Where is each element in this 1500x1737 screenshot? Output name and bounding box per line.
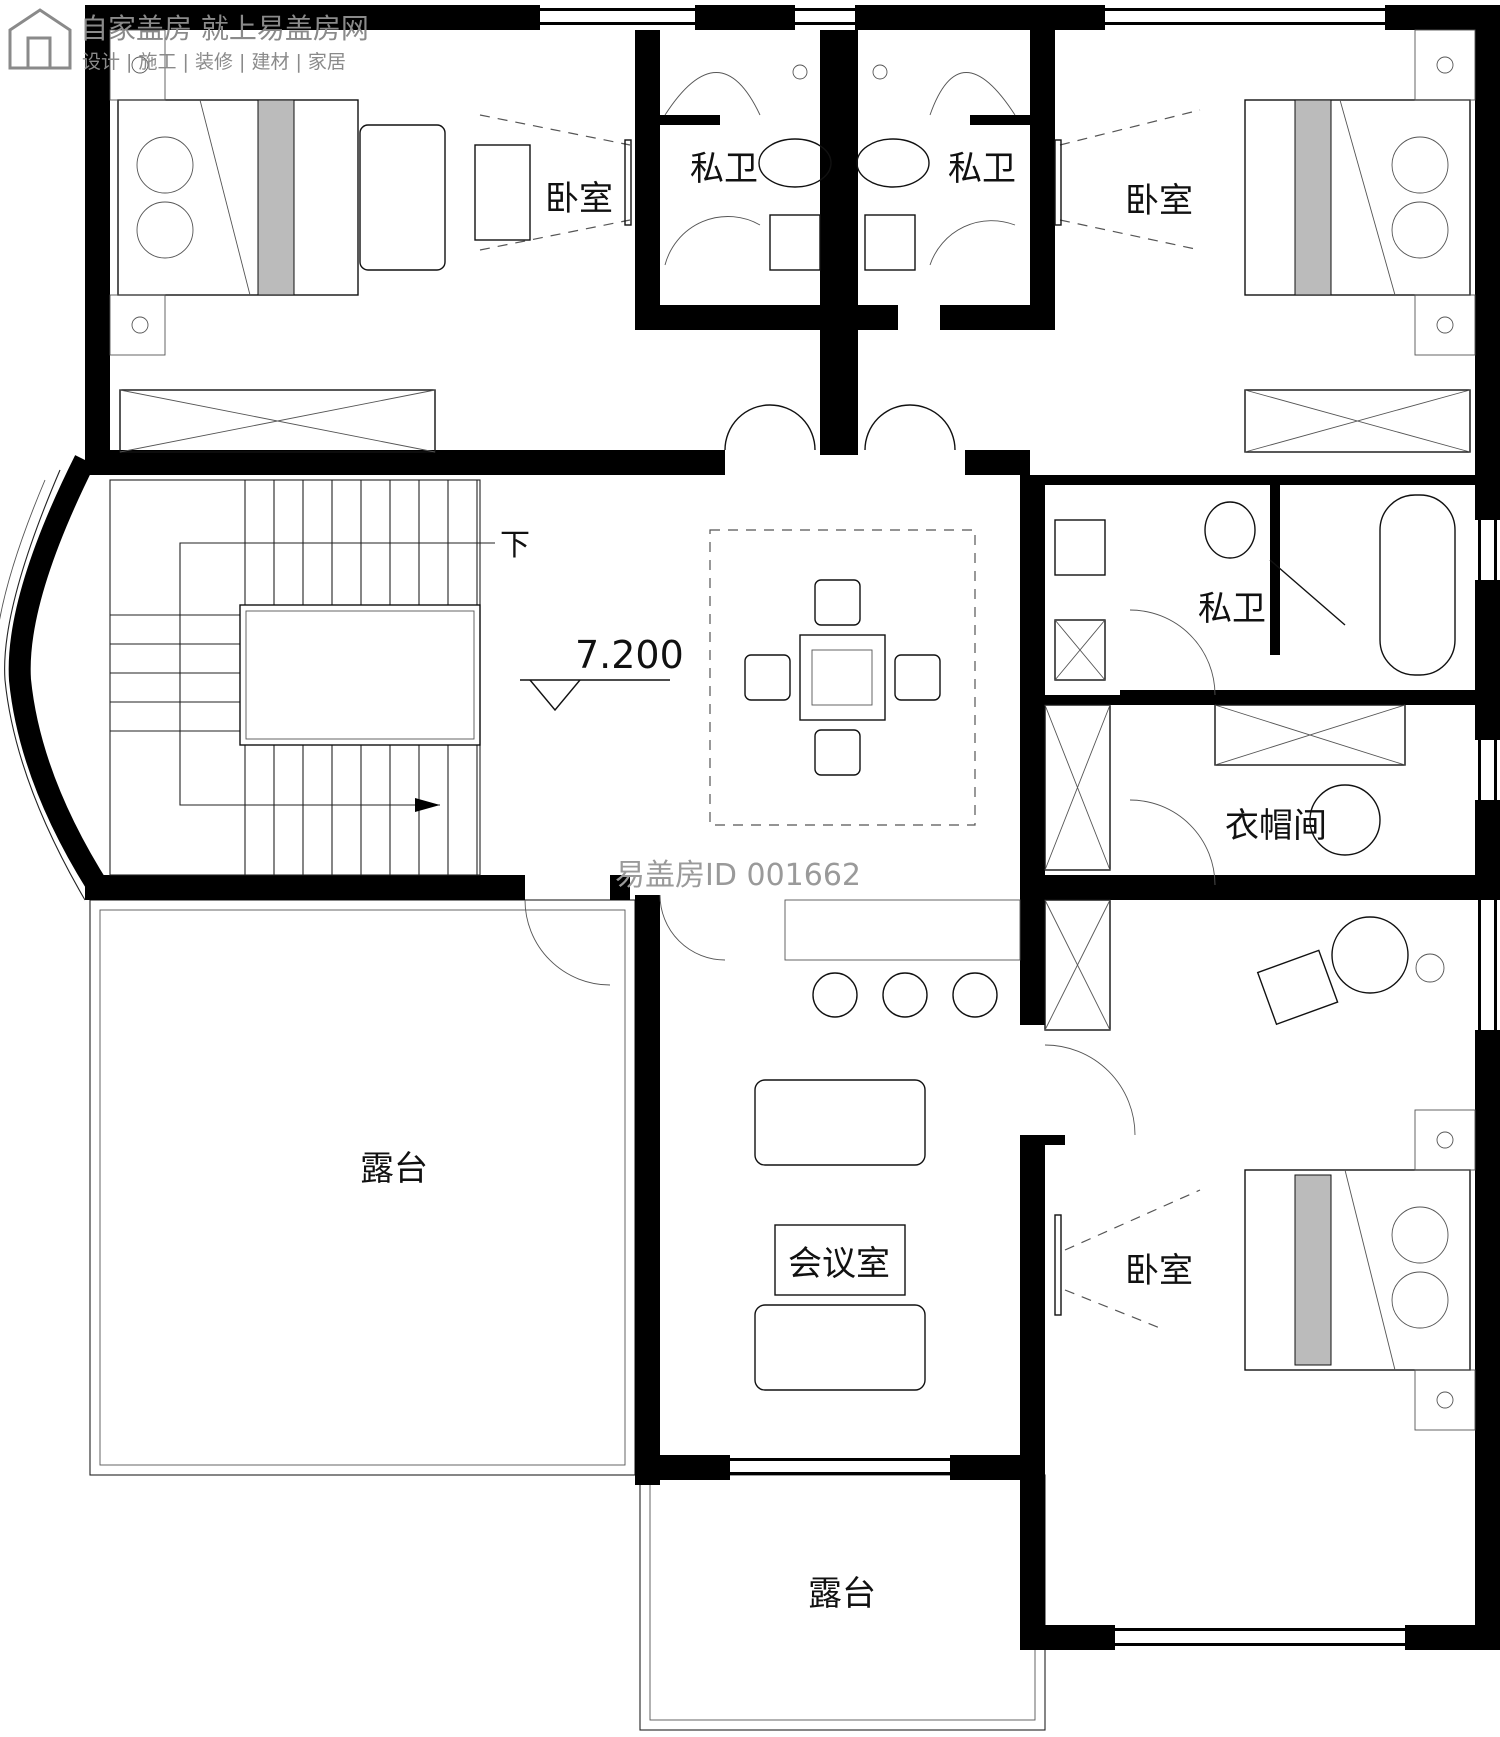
bath-1-fixtures [664,64,832,271]
curved-bay-window [0,455,110,901]
watermark-line-1: 自家盖房 就上易盖房网 [80,12,369,45]
walls [85,5,1500,1650]
tea-table-set [709,529,976,826]
label-bedroom-ne: 卧室 [1125,181,1193,221]
bath-3-fixtures [1054,494,1456,696]
elevation-value: 7.200 [575,633,684,677]
elevation-mark [520,679,670,712]
label-closet: 衣帽间 [1225,806,1327,846]
bedroom-nw-furniture [109,29,816,453]
label-bedroom-se: 卧室 [1125,1251,1193,1291]
label-meeting-room: 会议室 [788,1244,890,1284]
label-bedroom-nw: 卧室 [545,179,613,219]
meeting-room-furniture [524,894,1136,1391]
label-bath-3: 私卫 [1198,589,1266,629]
stair [109,479,495,876]
label-terrace-west: 露台 [360,1149,428,1189]
label-bath-1: 私卫 [690,149,758,189]
closet-fixtures [1044,704,1406,1031]
label-bath-2: 私卫 [948,149,1016,189]
bedroom-ne-furniture [1054,29,1476,453]
stair-down-label: 下 [500,528,530,563]
bath-2-fixtures [856,64,1016,451]
label-terrace-south: 露台 [808,1574,876,1614]
bedroom-se-furniture [1054,916,1476,1431]
watermark-id: 易盖房ID 001662 [615,858,861,893]
watermark-line-2: 设计 | 施工 | 装修 | 建材 | 家居 [82,51,346,73]
watermark-logo [8,8,72,70]
